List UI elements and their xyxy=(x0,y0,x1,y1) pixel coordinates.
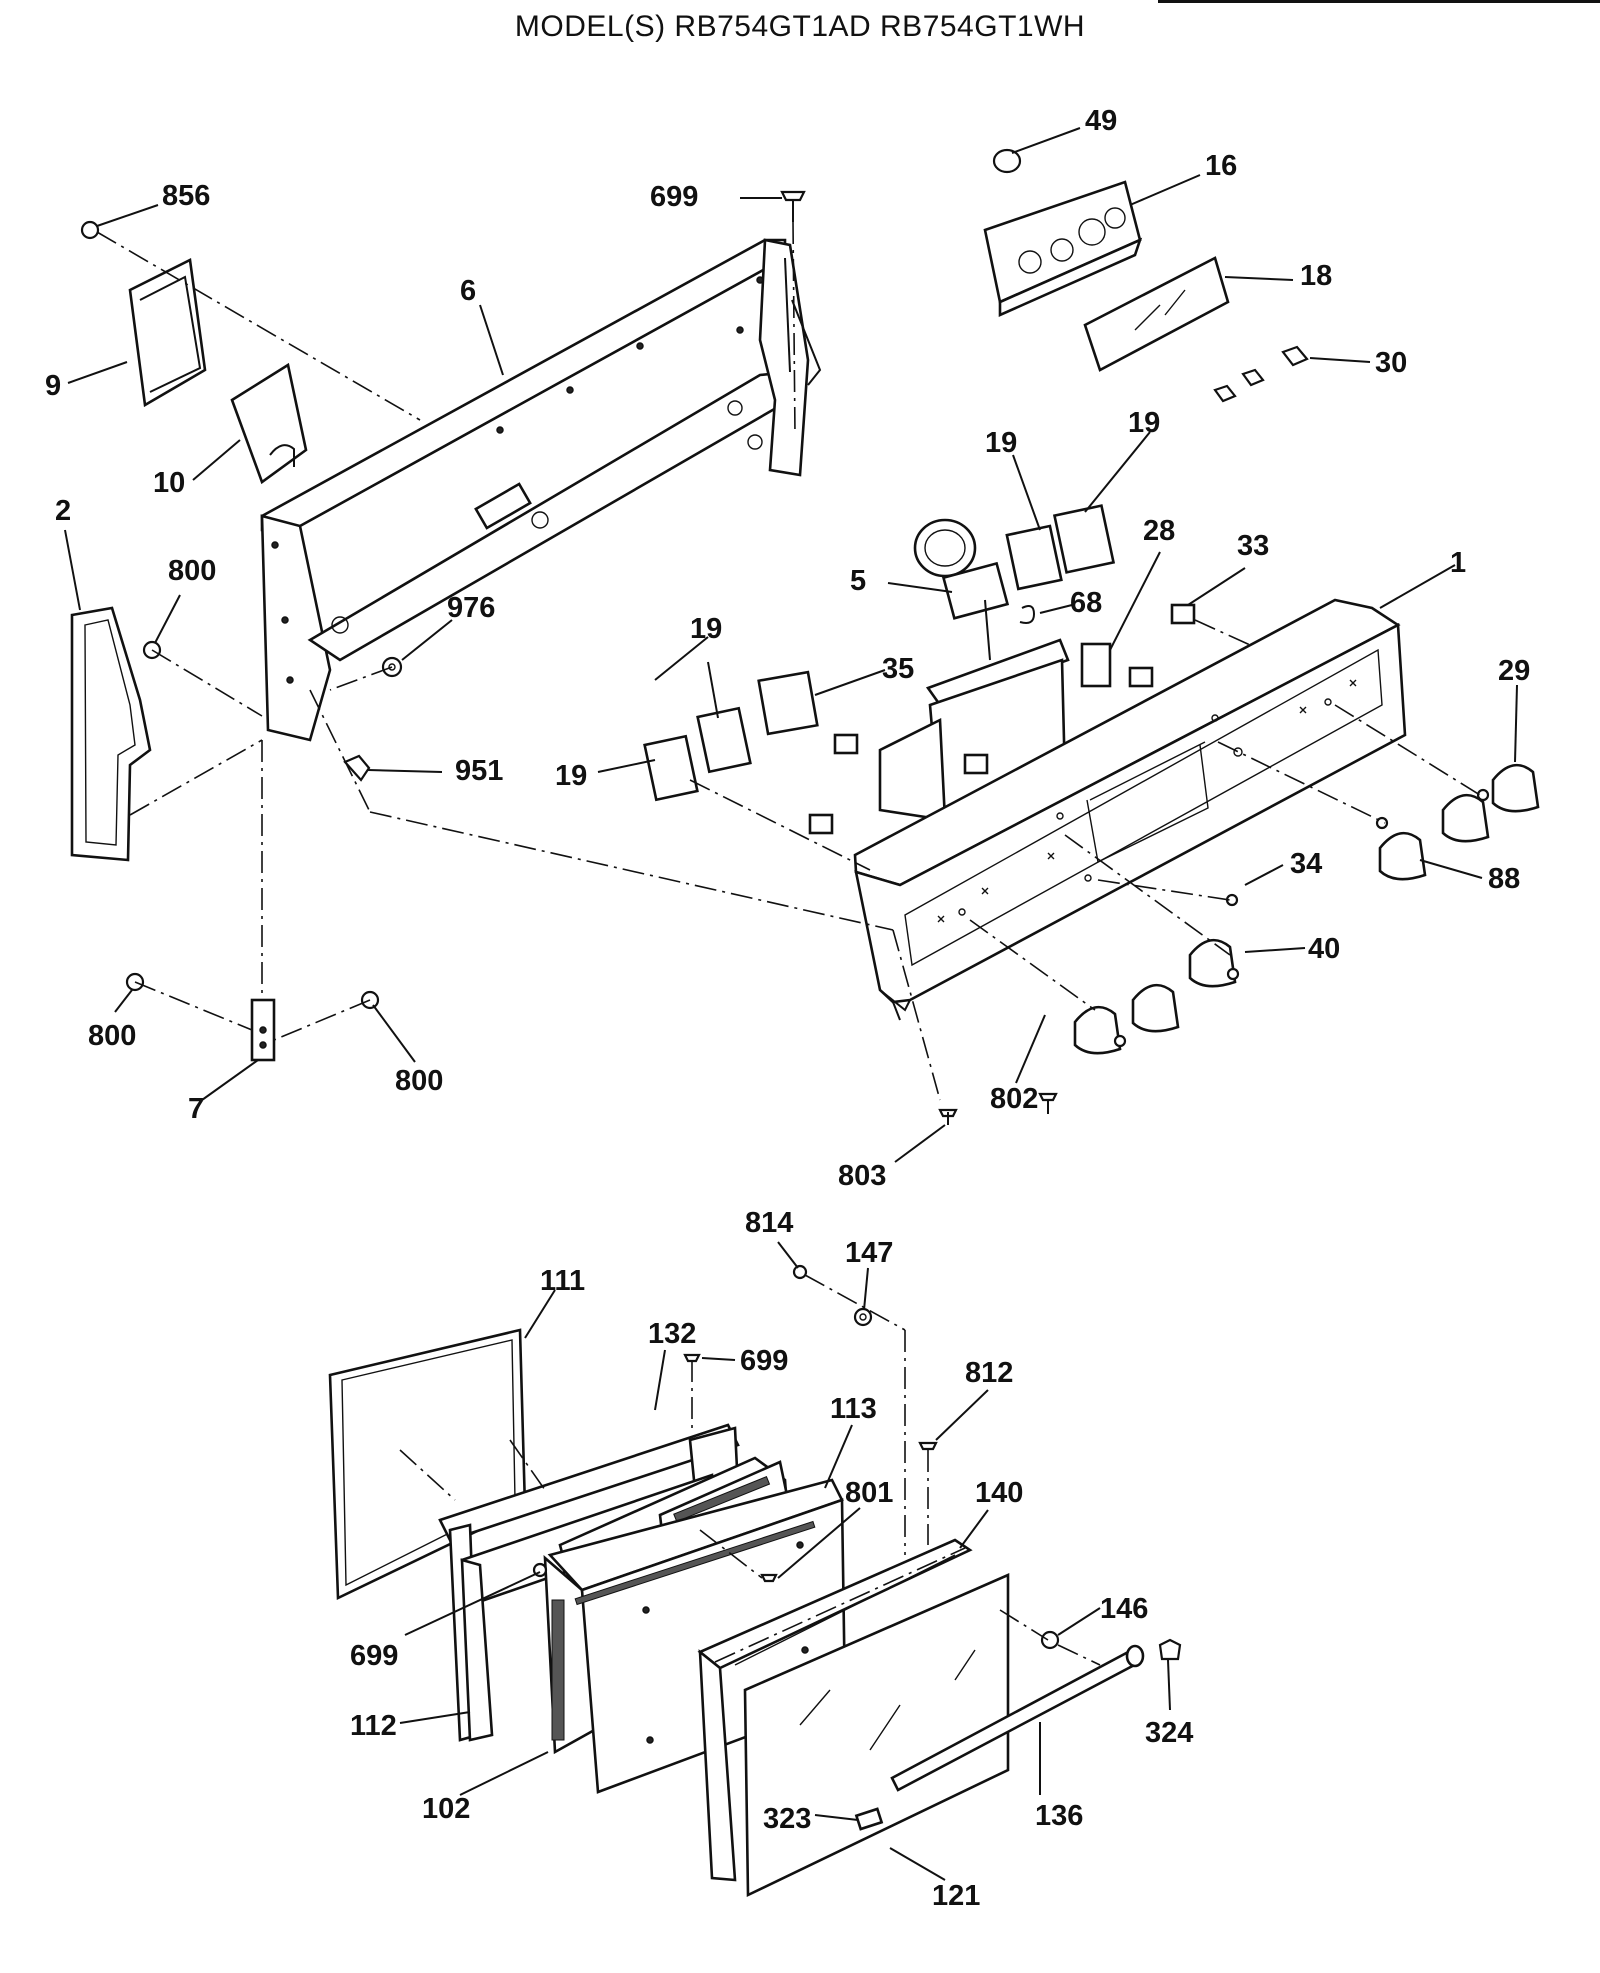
label-121: 121 xyxy=(932,1880,980,1912)
part-5-timer xyxy=(913,518,1010,661)
label-19-b: 19 xyxy=(1128,407,1160,439)
leader-lines-bottom xyxy=(399,1241,1171,1881)
label-30: 30 xyxy=(1375,347,1407,379)
label-856: 856 xyxy=(162,180,210,212)
label-111: 111 xyxy=(540,1265,585,1297)
label-323: 323 xyxy=(763,1803,811,1835)
label-814: 814 xyxy=(745,1207,793,1239)
label-19-a: 19 xyxy=(985,427,1017,459)
part-labels: 49 16 856 699 18 6 30 9 19 19 10 2 28 33… xyxy=(45,105,1530,1912)
label-40: 40 xyxy=(1308,933,1340,965)
part-1-control-panel xyxy=(853,598,1407,1021)
label-699-bottom: 699 xyxy=(350,1640,398,1672)
label-132: 132 xyxy=(648,1318,696,1350)
part-10-bracket xyxy=(230,362,308,485)
label-324: 324 xyxy=(1145,1717,1193,1749)
part-9-side-bracket xyxy=(128,258,207,408)
label-19-d: 19 xyxy=(555,760,587,792)
label-812: 812 xyxy=(965,1357,1013,1389)
label-6: 6 xyxy=(460,275,476,307)
label-7: 7 xyxy=(188,1093,204,1125)
label-113: 113 xyxy=(830,1393,877,1425)
label-147: 147 xyxy=(845,1237,893,1269)
alignment-lines-top xyxy=(96,221,1481,1101)
header-rule xyxy=(1158,0,1600,3)
label-33: 33 xyxy=(1237,530,1269,562)
fasteners-bottom xyxy=(532,1264,1182,1831)
label-802: 802 xyxy=(990,1083,1038,1115)
part-16-control-module xyxy=(983,180,1143,318)
label-800-c: 800 xyxy=(395,1065,443,1097)
label-18: 18 xyxy=(1300,260,1332,292)
part-6-backsplash-frame xyxy=(260,238,822,742)
part-7-bracket xyxy=(250,998,276,1062)
label-112: 112 xyxy=(350,1710,397,1742)
label-800-a: 800 xyxy=(168,555,216,587)
label-68: 68 xyxy=(1070,587,1102,619)
label-1: 1 xyxy=(1450,547,1466,579)
part-2-side-trim xyxy=(70,606,152,862)
label-803: 803 xyxy=(838,1160,886,1192)
part-18-overlay xyxy=(1083,256,1230,372)
label-49: 49 xyxy=(1085,105,1117,137)
label-88: 88 xyxy=(1488,863,1520,895)
label-35: 35 xyxy=(882,653,914,685)
connectors xyxy=(808,603,1196,835)
label-801: 801 xyxy=(845,1477,893,1509)
label-136: 136 xyxy=(1035,1800,1083,1832)
part-49-knob xyxy=(992,148,1022,174)
part-140-outer-door-frame xyxy=(697,1538,973,1882)
label-9: 9 xyxy=(45,370,61,402)
part-68-clip xyxy=(1019,605,1036,624)
label-34: 34 xyxy=(1290,848,1322,880)
part-121-door-glass xyxy=(743,1573,1010,1898)
label-800-b: 800 xyxy=(88,1020,136,1052)
leader-lines-top xyxy=(64,127,1518,1163)
label-2: 2 xyxy=(55,495,71,527)
alignment-lines-bottom xyxy=(399,1274,1101,1666)
control-knobs xyxy=(1073,763,1540,1055)
label-19-c: 19 xyxy=(690,613,722,645)
label-29: 29 xyxy=(1498,655,1530,687)
label-140: 140 xyxy=(975,1477,1023,1509)
label-16: 16 xyxy=(1205,150,1237,182)
label-951: 951 xyxy=(455,755,503,787)
part-19-switches xyxy=(643,504,1116,802)
label-699-mid: 699 xyxy=(740,1345,788,1377)
label-699-top: 699 xyxy=(650,181,698,213)
part-136-door-handle xyxy=(890,1644,1145,1792)
label-146: 146 xyxy=(1100,1593,1148,1625)
part-30-push-buttons xyxy=(1213,345,1309,403)
label-976: 976 xyxy=(447,592,495,624)
label-5: 5 xyxy=(850,565,866,597)
label-10: 10 xyxy=(153,467,185,499)
label-102: 102 xyxy=(422,1793,470,1825)
page-title: MODEL(S) RB754GT1AD RB754GT1WH xyxy=(514,10,1086,43)
label-28: 28 xyxy=(1143,515,1175,547)
part-35-switch xyxy=(757,670,819,736)
